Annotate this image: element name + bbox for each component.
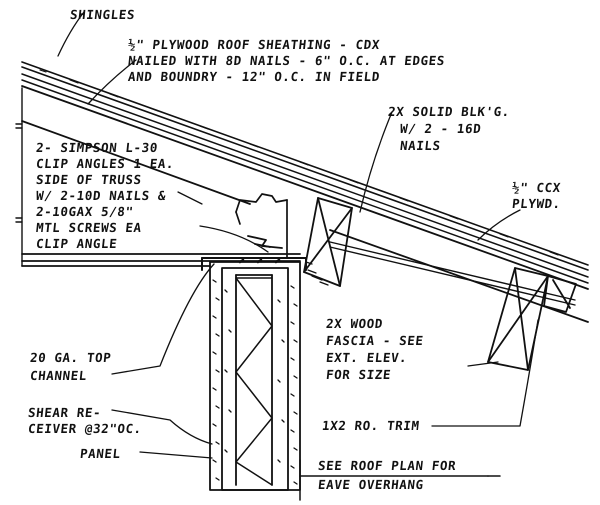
label-blocking-line-3: NAILS [399, 138, 442, 153]
label-clip-line-3: SIDE OF TRUSS [35, 172, 143, 187]
label-fascia-line-1: 2x WOOD [325, 316, 384, 331]
label-ccx-line-1: ½" CCX [511, 180, 562, 195]
leader-lines [57, 11, 539, 459]
solid-blocking [303, 197, 353, 287]
label-trim: 1x2 RO. TRIM [321, 418, 421, 433]
label-fascia-line-2: FASCIA - SEE [325, 333, 425, 348]
clip-angle [247, 235, 283, 249]
eave-dimension [299, 459, 501, 501]
label-clip-line-4: W/ 2-10d NAILS & [35, 188, 167, 203]
label-channel-line-2: CHANNEL [29, 368, 88, 383]
label-blocking-line-1: 2x SOLID BLK'G. [387, 104, 511, 119]
label-clip-line-1: 2- SIMPSON L-30 [35, 140, 159, 155]
truss-end [235, 193, 288, 259]
panel-web-diagonals [235, 277, 273, 486]
roof-sheathing [21, 73, 589, 284]
label-clip-line-7: CLIP ANGLE [35, 236, 119, 251]
label-clip-line-5: 2-10GAx 5/8" [35, 204, 135, 219]
left-edge-ticks [15, 87, 23, 267]
label-sheathing-line-3: AND BOUNDRY - 12" O.C. IN FIELD [127, 69, 381, 84]
label-channel-line-1: 20 GA. TOP [29, 350, 113, 365]
label-clip-line-2: CLIP ANGLES 1 EA. [35, 156, 175, 171]
label-sheathing-line-2: NAILED WITH 8d NAILS - 6" O.C. AT EDGES [127, 53, 446, 68]
wall-panel [209, 261, 301, 491]
label-blocking-line-2: W/ 2 - 16d [399, 121, 483, 136]
label-ccx-line-2: PLYWD. [511, 196, 562, 211]
label-clip-line-6: MTL SCREWS EA [35, 220, 143, 235]
label-panel: PANEL [79, 446, 122, 461]
label-shear-line-1: SHEAR RE- [27, 405, 102, 420]
label-eave-line-1: SEE ROOF PLAN FOR [317, 458, 457, 473]
label-sheathing-line-1: ½" PLYWOOD ROOF SHEATHING - CDX [127, 37, 381, 52]
fascia-board [487, 267, 577, 371]
label-shingles: SHINGLES [69, 7, 136, 22]
panel-stipple [212, 279, 298, 485]
label-fascia-line-4: FOR SIZE [325, 367, 392, 382]
label-eave-line-2: EAVE OVERHANG [317, 477, 425, 492]
label-fascia-line-3: EXT. ELEV. [325, 350, 409, 365]
ceiling-line [21, 253, 301, 267]
shingle-layer [21, 61, 589, 271]
label-shear-line-2: CEIVER @32"OC. [27, 421, 143, 436]
